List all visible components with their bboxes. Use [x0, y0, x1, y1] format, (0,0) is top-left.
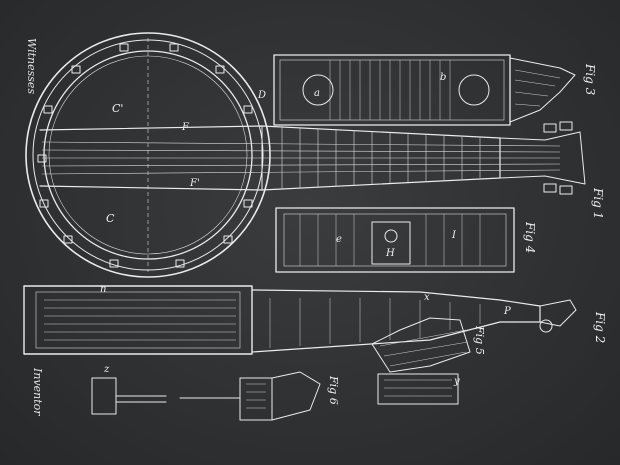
ref-letter-c: C [106, 212, 115, 225]
inventor-label: Inventor [31, 367, 44, 416]
ref-letter-y: y [453, 376, 460, 387]
ref-letter-p: P [503, 306, 511, 317]
ref-letter-f2: F' [189, 178, 200, 189]
ref-letter-i: I [451, 230, 457, 241]
ref-letter-c2: C' [112, 102, 123, 115]
fig6-caption: Fig 6 [327, 375, 340, 405]
fig6-detail [91, 371, 321, 421]
witnesses-note: Witnesses [25, 38, 38, 94]
fig5-caption: Fig 5 [473, 325, 486, 355]
fig4-caption: Fig 4 [523, 221, 537, 253]
fig6-label: Fig 6 [327, 375, 340, 405]
ref-letter-f: F [181, 122, 190, 133]
ref-letter-a: a [314, 88, 320, 99]
fig1-caption: Fig 1 [591, 187, 605, 219]
fig4-part [275, 207, 515, 273]
fig3-label: Fig 3 [583, 63, 597, 96]
ref-letter-d: D [257, 90, 266, 101]
ref-letter-h: H [385, 248, 395, 259]
fig3-caption: Fig 3 [583, 63, 597, 96]
reference-letters: C' F C D a b e H I F' n P x y z [100, 72, 511, 387]
fig1-label: Fig 1 [591, 187, 605, 219]
ref-letter-x: x [424, 292, 430, 303]
fig5-detail [371, 317, 471, 405]
ref-letter-e: e [336, 234, 342, 245]
fig2-label: Fig 2 [593, 311, 607, 343]
inventor-note: Inventor [31, 367, 44, 416]
fig2-caption: Fig 2 [593, 311, 607, 343]
fig1-banjo-pot [25, 32, 271, 278]
fig4-label: Fig 4 [523, 221, 537, 253]
fig1-neck [39, 121, 586, 195]
ref-letter-b: b [440, 72, 446, 83]
fig2-side-section [23, 285, 577, 355]
ref-letter-n: n [100, 284, 106, 295]
fig5-label: Fig 5 [473, 325, 486, 355]
ref-letter-z: z [103, 364, 110, 375]
fig3-part [273, 54, 576, 126]
witnesses-label: Witnesses [25, 38, 38, 94]
